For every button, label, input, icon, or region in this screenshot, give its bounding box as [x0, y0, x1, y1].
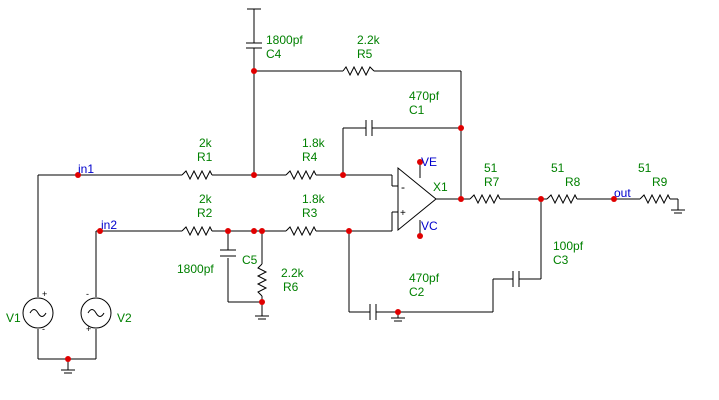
c2-value: 470pf: [409, 271, 440, 285]
component-labels: 1800pf C4 2.2k R5 470pf C1 2k R1 1.8k R4…: [6, 33, 668, 325]
wires: [37, 52, 679, 370]
r8-ref: R8: [565, 175, 581, 189]
net-in1: in1: [78, 162, 94, 176]
resistor-r2-icon: [181, 225, 213, 237]
junction-dot: [251, 172, 257, 178]
junction-dot: [251, 68, 257, 74]
c1-value: 470pf: [409, 89, 440, 103]
r1-ref: R1: [197, 150, 213, 164]
ground-icon: [247, 8, 261, 38]
r1-value: 2k: [199, 136, 213, 150]
c4-value: 1800pf: [266, 33, 303, 47]
resistor-r3-icon: [285, 225, 317, 237]
net-ve: VE: [421, 155, 437, 169]
net-vc: VC: [421, 219, 438, 233]
c3-ref: C3: [553, 253, 569, 267]
junction-dot: [346, 228, 352, 234]
r3-value: 1.8k: [302, 192, 326, 206]
c3-value: 100pf: [553, 239, 584, 253]
r6-value: 2.2k: [281, 266, 305, 280]
capacitor-c4-icon: [246, 38, 262, 52]
resistor-r1-icon: [181, 169, 213, 181]
r5-value: 2.2k: [357, 33, 381, 47]
net-in2: in2: [101, 218, 117, 232]
capacitor-c5-icon: [220, 249, 236, 257]
r8-value: 51: [551, 161, 565, 175]
junction-dots: [65, 68, 617, 362]
c5-ref: C5: [242, 253, 258, 267]
junction-dot: [251, 228, 257, 234]
junction-dot: [97, 228, 103, 234]
junction-dot: [395, 309, 401, 315]
junction-dot: [259, 299, 265, 305]
c4-ref: C4: [266, 47, 282, 61]
opamp-minus-label: -: [401, 180, 405, 194]
c2-ref: C2: [409, 285, 425, 299]
resistor-r7-icon: [469, 193, 501, 205]
junction-dot: [458, 125, 464, 131]
v2-minus-label: -: [86, 289, 89, 299]
resistors[interactable]: [181, 65, 671, 297]
r2-value: 2k: [199, 192, 213, 206]
junction-dot: [225, 228, 231, 234]
r6-ref: R6: [283, 280, 299, 294]
r4-ref: R4: [302, 150, 318, 164]
ground-symbols: [61, 8, 685, 374]
r7-value: 51: [484, 161, 498, 175]
junction-dot: [417, 233, 423, 239]
v2-plus-label: +: [86, 324, 91, 334]
source-v1[interactable]: + -: [22, 289, 54, 334]
junction-dot: [458, 196, 464, 202]
ac-source-v1-icon: [22, 297, 54, 329]
v2-ref: V2: [117, 311, 132, 325]
junction-dot: [340, 172, 346, 178]
junction-dot: [417, 159, 423, 165]
net-out: out: [614, 186, 631, 200]
net-labels: in1 in2 out VE VC: [78, 155, 631, 233]
ac-source-v2-icon: [80, 297, 112, 329]
resistor-r4-icon: [285, 169, 317, 181]
capacitor-c1-icon: [365, 120, 379, 136]
r2-ref: R2: [197, 206, 213, 220]
source-v2[interactable]: - +: [80, 289, 112, 334]
x1-ref: X1: [433, 180, 448, 194]
resistor-r5-icon: [342, 65, 375, 77]
junction-dot: [259, 228, 265, 234]
v1-minus-label: -: [42, 324, 45, 334]
ground-icon: [391, 317, 405, 322]
ground-icon: [61, 369, 75, 374]
capacitors[interactable]: [220, 38, 523, 320]
junction-dot: [75, 172, 81, 178]
r3-ref: R3: [302, 206, 318, 220]
junction-dot: [538, 196, 544, 202]
v1-plus-label: +: [42, 289, 47, 299]
resistor-r9-icon: [639, 193, 671, 205]
junction-dot: [611, 196, 617, 202]
r9-value: 51: [638, 161, 652, 175]
c5-value: 1800pf: [177, 262, 214, 276]
v1-ref: V1: [6, 311, 21, 325]
opamp-x1[interactable]: - +: [397, 166, 437, 232]
c1-ref: C1: [409, 103, 425, 117]
r9-ref: R9: [652, 175, 668, 189]
r7-ref: R7: [484, 175, 500, 189]
capacitor-c3-icon: [512, 271, 523, 287]
junction-dot: [65, 356, 71, 362]
ground-icon: [255, 315, 269, 320]
resistor-r8-icon: [546, 193, 578, 205]
resistor-r6-icon: [256, 263, 268, 297]
capacitor-c2-icon: [369, 304, 380, 320]
r5-ref: R5: [357, 47, 373, 61]
opamp-triangle-icon: [397, 166, 437, 232]
ground-icon: [671, 209, 685, 214]
r4-value: 1.8k: [302, 136, 326, 150]
opamp-plus-label: +: [400, 208, 406, 219]
